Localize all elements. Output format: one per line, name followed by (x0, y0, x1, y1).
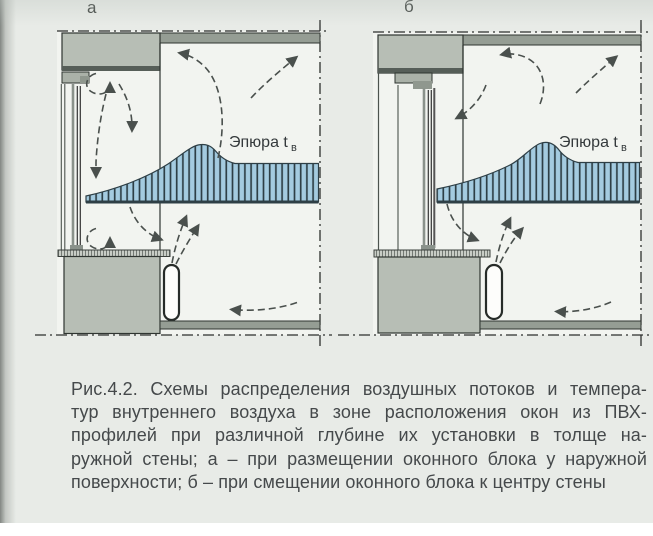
floor-slab-a (159, 320, 321, 330)
airflow-up-right-b (575, 55, 619, 94)
ceiling-slab-a (159, 32, 321, 44)
scan-bottom-white-strip (0, 523, 653, 536)
airflow-floor-return-b (554, 301, 612, 319)
radiator-b (484, 263, 504, 321)
window-sill-a (57, 249, 171, 257)
airflow-updraft-a (177, 48, 223, 159)
caption-line-3: профилей при различной глубине их устано… (71, 425, 647, 446)
airflow-floor-return-a (229, 301, 298, 317)
airflow-radiator-up1-a (171, 214, 188, 264)
radiator-a (162, 263, 181, 322)
airflow-up-right-a (250, 55, 299, 99)
airflow-radiator-up1-b (495, 216, 512, 263)
window-glazing-a (70, 84, 83, 251)
airflow-arrows-a (85, 48, 299, 317)
floor-slab-b (479, 320, 642, 330)
epure-label-subscript-b: в (621, 142, 627, 154)
airflow-niche-down-a (90, 93, 107, 179)
wall-below-window-b (377, 256, 481, 334)
caption-line-5: поверхности; б – при смещении оконного б… (71, 471, 606, 492)
epure-label-a: Эпюра t (229, 134, 288, 151)
window-head-profile-b (413, 81, 432, 89)
airflow-arrows-b (446, 46, 619, 319)
wall-below-window-a (63, 255, 161, 335)
diagram-b-window-at-wall-center: Эпюра t в б (338, 0, 650, 348)
temperature-profile-a (85, 143, 320, 204)
figure-4-2-diagrams: Эпюра t в а (35, 0, 650, 348)
airflow-sill-to-room-a (129, 206, 164, 243)
lintel-band-a (62, 66, 160, 71)
epure-label-subscript-a: в (291, 142, 297, 154)
lintel-block-b (377, 34, 464, 74)
ceiling-slab-b (462, 34, 642, 46)
airflow-sill-to-room-b (446, 203, 480, 243)
window-sill-b (373, 249, 491, 258)
caption-line-1: Рис.4.2. Схемы распределения воздушных п… (71, 379, 647, 399)
airflow-reveal-down-a (118, 83, 139, 133)
temperature-profile-b (436, 141, 641, 204)
figure-caption: Рис.4.2. Схемы распределения воздушных п… (71, 378, 647, 494)
panel-label-b: б (404, 0, 414, 16)
airflow-niche-down-b (454, 84, 487, 120)
window-glazing-b (421, 88, 436, 251)
window-head-profile-a (80, 76, 89, 83)
caption-line-4: ружной стены; а – при размещении оконног… (71, 448, 647, 469)
lintel-block-a (61, 32, 161, 71)
airflow-curl-bottom-a (86, 227, 116, 250)
epure-label-b: Эпюра t (559, 134, 618, 151)
diagram-a-window-at-outer-surface: Эпюра t в а (35, 0, 332, 348)
panel-label-a: а (87, 0, 97, 17)
lintel-band-b (378, 68, 463, 73)
airflow-updraft-b (499, 46, 545, 105)
airflow-curl-top-a (85, 72, 116, 95)
airflow-radiator-up2-b (499, 226, 524, 264)
airflow-radiator-up2-a (175, 223, 200, 265)
caption-line-2: тур внутреннего воздуха в зоне расположе… (71, 402, 647, 423)
